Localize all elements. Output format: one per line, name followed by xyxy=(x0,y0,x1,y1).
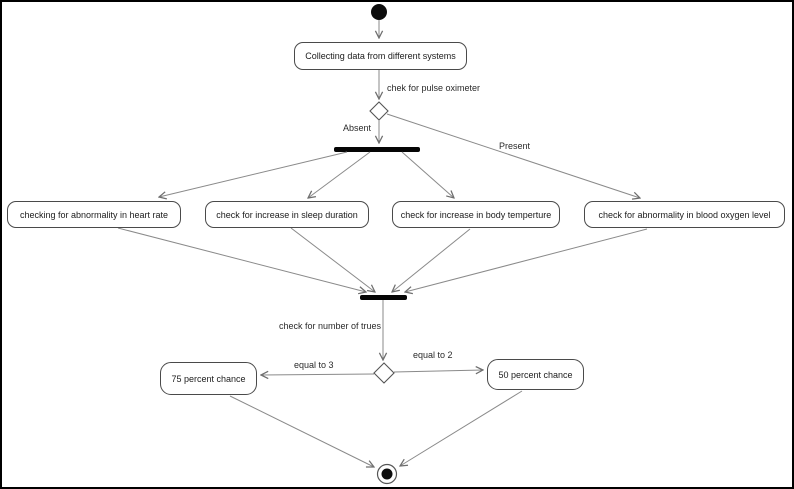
action-label: check for increase in sleep duration xyxy=(216,209,358,220)
edge-label-equal-to-2: equal to 2 xyxy=(413,350,453,360)
edge-75-to-end xyxy=(229,395,374,467)
edge-label-present: Present xyxy=(499,141,531,151)
action-label: 75 percent chance xyxy=(171,373,246,384)
edge-fork-to-body-temperature xyxy=(401,151,454,198)
decision-pulse-oximeter xyxy=(369,101,389,121)
action-50-percent-chance: 50 percent chance xyxy=(487,359,584,390)
action-blood-oxygen: check for abnormality in blood oxygen le… xyxy=(584,201,785,228)
edge-fork-to-sleep-duration xyxy=(308,151,371,198)
action-label: check for increase in body temperture xyxy=(400,209,552,220)
edge-blood-oxygen-to-join xyxy=(405,228,648,292)
edge-fork-to-heart-rate xyxy=(159,151,348,197)
edge-label-absent: Absent xyxy=(343,123,372,133)
edge-label-number-of-trues: check for number of trues xyxy=(279,321,382,331)
action-heart-rate: checking for abnormality in heart rate xyxy=(7,201,181,228)
edge-sleep-duration-to-join xyxy=(290,227,375,292)
edge-heart-rate-to-join xyxy=(117,227,366,292)
fork-bar xyxy=(334,147,420,152)
edge-body-temperature-to-join xyxy=(392,228,471,292)
action-75-percent-chance: 75 percent chance xyxy=(160,362,257,395)
join-bar xyxy=(360,295,407,300)
edge-equal2-to-50 xyxy=(393,370,483,372)
start-node xyxy=(371,4,387,20)
edge-present-to-blood-oxygen xyxy=(386,113,640,198)
action-label: checking for abnormality in heart rate xyxy=(19,209,169,220)
end-node xyxy=(381,468,393,480)
edge-label-equal-to-3: equal to 3 xyxy=(294,360,334,370)
decision-number-of-trues xyxy=(373,362,395,384)
action-label: 50 percent chance xyxy=(498,369,573,380)
edge-label-pulse-oximeter: chek for pulse oximeter xyxy=(387,83,481,93)
action-collect-data: Collecting data from different systems xyxy=(294,42,467,70)
action-label: check for abnormality in blood oxygen le… xyxy=(598,209,771,220)
action-body-temperature: check for increase in body temperture xyxy=(392,201,560,228)
action-label: Collecting data from different systems xyxy=(305,51,456,61)
action-sleep-duration: check for increase in sleep duration xyxy=(205,201,369,228)
edge-equal3-to-75 xyxy=(261,374,375,375)
edge-50-to-end xyxy=(400,390,523,466)
